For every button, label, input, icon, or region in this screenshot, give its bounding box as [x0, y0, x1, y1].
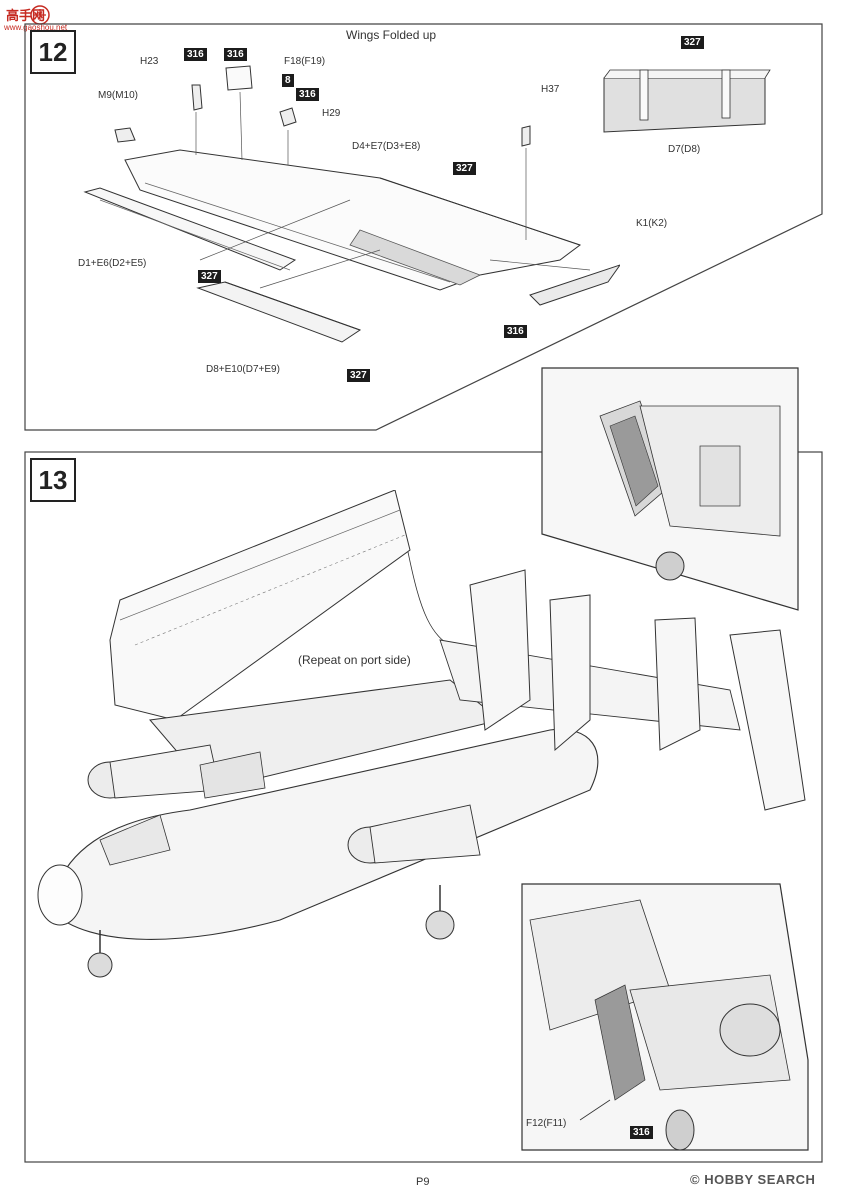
step12-wing-diagram — [83, 65, 620, 343]
part-m9 — [114, 127, 136, 143]
badge-316-a: 316 — [184, 48, 207, 61]
closeup-inset-lower — [521, 883, 809, 1151]
label-d8: D8+E10(D7+E9) — [206, 364, 280, 375]
repeat-note: (Repeat on port side) — [298, 653, 411, 667]
label-f12: F12(F11) — [526, 1118, 567, 1129]
badge-327-c: 327 — [347, 369, 370, 382]
label-d4: D4+E7(D3+E8) — [352, 141, 421, 152]
copyright-mark: © — [690, 1172, 701, 1187]
label-h29: H29 — [322, 108, 341, 119]
watermark-logo-text: 高手网 — [6, 8, 46, 23]
part-h37 — [521, 125, 531, 147]
d7-detail-inset — [603, 69, 771, 133]
badge-8: 8 — [282, 74, 294, 87]
label-d7: D7(D8) — [668, 144, 701, 155]
nose-wheel — [87, 952, 113, 978]
fin-2 — [549, 594, 591, 752]
label-k1: K1(K2) — [636, 218, 668, 229]
badge-327-b: 327 — [198, 270, 221, 283]
hobby-search-brand: © HOBBY SEARCH — [690, 1172, 815, 1187]
badge-316-step13: 316 — [630, 1126, 653, 1139]
label-h37: H37 — [541, 84, 560, 95]
main-wheel — [425, 910, 455, 940]
page-number: P9 — [416, 1176, 430, 1188]
closeup-inset-upper — [541, 367, 799, 611]
step12-number: 12 — [30, 30, 76, 74]
main-wing-outline — [124, 149, 582, 291]
watermark-url: www.gaoshou.net — [4, 23, 68, 32]
label-m9: M9(M10) — [98, 90, 139, 101]
brand-text: HOBBY SEARCH — [704, 1172, 816, 1187]
part-f18 — [225, 65, 253, 91]
part-h23 — [191, 84, 203, 111]
badge-327-d: 327 — [681, 36, 704, 49]
label-h23: H23 — [140, 56, 159, 67]
flap-part-d1 — [83, 187, 297, 271]
aircraft-assembly-diagram — [37, 490, 806, 978]
badge-316-c: 316 — [296, 88, 319, 101]
fin-4 — [729, 629, 806, 811]
fin-1 — [469, 569, 531, 731]
part-h29 — [279, 107, 297, 127]
step13-number: 13 — [30, 458, 76, 502]
fairing-part-k1 — [529, 264, 620, 306]
folded-outer-wing — [109, 490, 411, 721]
badge-316-d: 316 — [504, 325, 527, 338]
fin-3 — [654, 617, 701, 751]
badge-316-b: 316 — [224, 48, 247, 61]
step12-panel-frame — [24, 23, 823, 431]
step12-title: Wings Folded up — [346, 28, 437, 42]
label-f18: F18(F19) — [284, 56, 326, 67]
badge-327-a: 327 — [453, 162, 476, 175]
label-d1: D1+E6(D2+E5) — [78, 258, 147, 269]
fuselage — [49, 728, 599, 940]
